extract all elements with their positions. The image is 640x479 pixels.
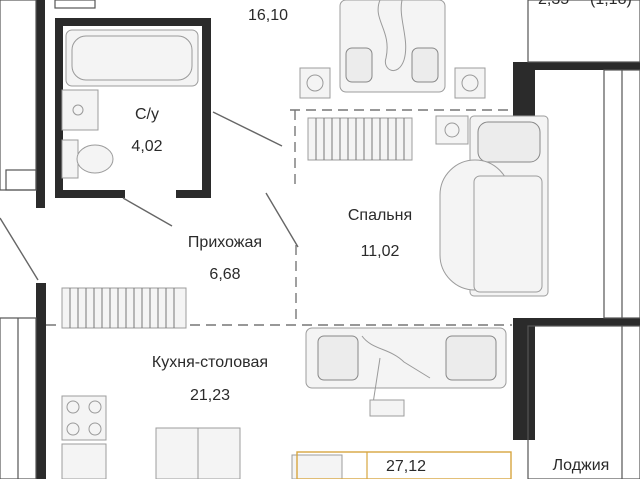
speaker-left bbox=[299, 67, 331, 99]
wall-right-upper bbox=[513, 62, 535, 116]
kitchen-area: 21,23 bbox=[190, 387, 230, 404]
wall-bathroom-right bbox=[202, 18, 211, 198]
radiator-bedroom bbox=[307, 117, 413, 161]
bathroom-fixtures bbox=[61, 29, 199, 179]
sofa-cushion-right bbox=[411, 47, 439, 83]
wall-frame-left bbox=[0, 0, 37, 191]
sofa-cushion-left bbox=[345, 47, 373, 83]
nightstand-bedroom bbox=[435, 115, 469, 145]
doors bbox=[0, 111, 299, 281]
toilet-bowl bbox=[76, 144, 114, 174]
toilet-tank bbox=[61, 139, 79, 179]
kitchen-counter bbox=[61, 443, 107, 479]
nightstand-lamp bbox=[444, 122, 460, 138]
tv-stand bbox=[291, 454, 343, 479]
top-right-area: 2,35 bbox=[538, 0, 569, 8]
wall-left-lower bbox=[36, 283, 46, 479]
coffee-table bbox=[369, 399, 405, 417]
sofa-kitchen-seat-right bbox=[445, 335, 497, 381]
bedroom-area: 11,02 bbox=[361, 243, 400, 260]
person-top bbox=[377, 0, 407, 71]
sink-drain bbox=[72, 104, 84, 116]
radiator-hallway-body bbox=[61, 287, 187, 329]
radiator-hallway bbox=[61, 287, 187, 329]
hallway-furniture bbox=[61, 287, 187, 329]
door-entrance bbox=[0, 217, 39, 281]
radiator-bedroom-body bbox=[307, 117, 413, 161]
hallway-area: 6,68 bbox=[209, 266, 240, 283]
wall-right-lower-cap bbox=[535, 318, 640, 326]
wall-frame-left-inner bbox=[5, 169, 37, 191]
top-room-furniture bbox=[299, 0, 486, 99]
wall-right-lower bbox=[513, 318, 535, 440]
kitchen-furniture bbox=[61, 327, 507, 479]
sink-counter bbox=[61, 89, 99, 131]
wall-bathroom-left bbox=[55, 18, 63, 198]
bathroom-name: С/у bbox=[135, 106, 159, 123]
bed-pillows bbox=[477, 121, 541, 163]
speaker-left-cone bbox=[306, 74, 324, 92]
hallway-name: Прихожая bbox=[188, 234, 262, 251]
top-right-area-secondary: (1,18) bbox=[590, 0, 632, 8]
speaker-right-cone bbox=[461, 74, 479, 92]
bed-duvet bbox=[473, 175, 543, 293]
balcony-top-right bbox=[527, 0, 640, 63]
bedroom-furniture bbox=[307, 115, 549, 297]
highlight-area-box bbox=[296, 451, 512, 479]
bedroom-name: Спальня bbox=[348, 207, 412, 224]
top-room-area: 16,10 bbox=[248, 7, 288, 24]
wall-left-upper bbox=[36, 0, 45, 208]
kitchen-name: Кухня-столовая bbox=[152, 354, 268, 371]
door-bathroom bbox=[212, 111, 283, 147]
highlight-area-value: 27,12 bbox=[386, 458, 426, 475]
bathtub bbox=[65, 29, 199, 87]
wall-bathroom-bottom-left bbox=[55, 190, 125, 198]
wall-bathroom-top bbox=[55, 18, 210, 26]
top-left-sill bbox=[54, 0, 96, 9]
labels: 16,10 С/у 4,02 Прихожая 6,68 Спальня 11,… bbox=[131, 0, 632, 479]
loggia-frame bbox=[527, 325, 640, 479]
cooktop bbox=[61, 395, 107, 441]
bathtub-inner bbox=[71, 35, 193, 81]
door-bedroom bbox=[265, 192, 299, 248]
speaker-right bbox=[454, 67, 486, 99]
wall-right-upper-cap bbox=[520, 62, 640, 70]
partitions bbox=[46, 109, 512, 326]
wall-bathroom-bottom-right bbox=[176, 190, 211, 198]
loggia-name: Лоджия bbox=[553, 457, 610, 474]
bathroom-area: 4,02 bbox=[131, 138, 162, 155]
sofa-kitchen-seat-left bbox=[317, 335, 359, 381]
door-bathroom-entry bbox=[122, 197, 173, 227]
